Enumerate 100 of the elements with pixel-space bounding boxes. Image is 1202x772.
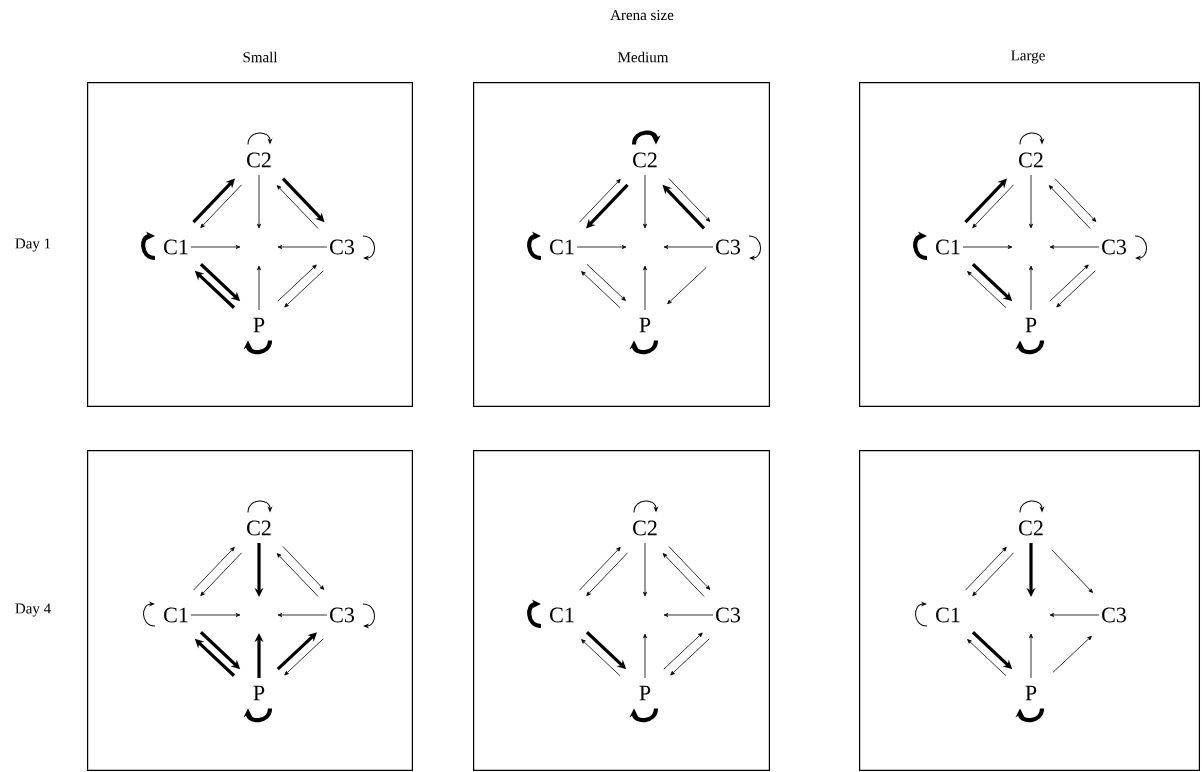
- arrow: [967, 639, 1007, 677]
- arrow: [1054, 178, 1097, 222]
- arrow: [282, 546, 325, 590]
- arrow: [257, 265, 261, 311]
- arrow: [190, 613, 241, 617]
- loop-arrow: [1134, 235, 1147, 260]
- arrow: [1051, 549, 1093, 593]
- state-label: C3: [1102, 607, 1126, 623]
- arrow: [668, 178, 711, 222]
- panel-frame: [859, 82, 1200, 407]
- state-label: C2: [633, 152, 657, 168]
- arrow: [1029, 174, 1033, 229]
- arrow: [663, 632, 703, 670]
- column-heading: Medium: [618, 51, 669, 63]
- arrow: [643, 633, 647, 679]
- loop-arrow: [1019, 500, 1044, 513]
- column-heading: Small: [243, 51, 278, 63]
- row-heading: Day 1: [15, 238, 51, 252]
- loop-arrow: [631, 130, 661, 145]
- state-label: C2: [247, 520, 271, 536]
- arrow: [663, 245, 714, 249]
- arrow: [284, 270, 324, 308]
- arrow: [200, 552, 242, 597]
- arrow: [277, 264, 317, 302]
- state-label: C1: [164, 607, 188, 623]
- arrow: [276, 185, 319, 229]
- arrow: [257, 174, 261, 229]
- arrow: [670, 638, 710, 676]
- arrow: [1029, 633, 1033, 679]
- loop-arrow: [629, 708, 659, 723]
- arrow: [276, 553, 319, 597]
- arrow: [643, 542, 647, 597]
- arrow: [193, 546, 235, 591]
- panel-frame: [473, 82, 770, 407]
- state-label: P: [639, 317, 651, 333]
- arrow: [965, 546, 1007, 591]
- arrow: [586, 263, 626, 301]
- axis-title: Arena size: [610, 9, 674, 21]
- loop-arrow: [1015, 340, 1045, 355]
- loop-arrow: [362, 235, 375, 260]
- arrow: [277, 613, 328, 617]
- state-label: C1: [550, 239, 574, 255]
- arrow: [1048, 185, 1091, 229]
- panel-frame: [87, 450, 413, 771]
- arrow: [277, 245, 328, 249]
- state-label: C3: [330, 607, 354, 623]
- loop-arrow: [629, 340, 659, 355]
- state-label: C2: [633, 520, 657, 536]
- loop-arrow: [748, 235, 761, 260]
- state-label: C1: [936, 239, 960, 255]
- arrow: [972, 184, 1014, 229]
- arrow: [1049, 613, 1100, 617]
- arrow: [1052, 635, 1092, 673]
- state-label: P: [1025, 317, 1037, 333]
- loop-arrow: [243, 708, 273, 723]
- arrow: [1029, 265, 1033, 311]
- arrow: [972, 552, 1014, 597]
- arrow: [586, 552, 628, 597]
- arrow: [1049, 264, 1089, 302]
- arrow: [579, 546, 621, 591]
- state-label: C3: [716, 607, 740, 623]
- state-label: P: [639, 685, 651, 701]
- loop-arrow: [1019, 132, 1044, 145]
- arrow: [667, 267, 707, 305]
- arrow: [1049, 245, 1100, 249]
- arrow: [200, 184, 242, 229]
- loop-arrow: [247, 132, 272, 145]
- state-label: P: [1025, 685, 1037, 701]
- loop-arrow: [633, 500, 658, 513]
- state-label: P: [253, 317, 265, 333]
- state-label: P: [253, 685, 265, 701]
- state-label: C2: [247, 152, 271, 168]
- loop-arrow: [143, 602, 156, 627]
- state-label: C3: [1102, 239, 1126, 255]
- arrow: [1056, 270, 1096, 308]
- panel-frame: [859, 450, 1200, 771]
- row-heading: Day 4: [15, 603, 51, 617]
- state-label: C1: [164, 239, 188, 255]
- loop-arrow: [362, 603, 375, 628]
- state-label: C2: [1019, 152, 1043, 168]
- loop-arrow: [243, 340, 273, 355]
- state-label: C2: [1019, 520, 1043, 536]
- state-label: C3: [330, 239, 354, 255]
- arrow: [190, 245, 241, 249]
- arrow: [581, 271, 621, 309]
- column-heading: Large: [1011, 50, 1045, 64]
- state-label: C1: [936, 607, 960, 623]
- loop-arrow: [247, 500, 272, 513]
- arrow: [967, 271, 1007, 309]
- arrow: [643, 265, 647, 311]
- arrow: [579, 178, 621, 223]
- panel-frame: [87, 82, 413, 407]
- arrow: [668, 546, 711, 590]
- arrow: [576, 245, 627, 249]
- state-label: C3: [716, 239, 740, 255]
- arrow: [662, 553, 705, 597]
- arrow: [962, 245, 1013, 249]
- arrow: [643, 174, 647, 229]
- arrow: [284, 638, 324, 676]
- state-label: C1: [550, 607, 574, 623]
